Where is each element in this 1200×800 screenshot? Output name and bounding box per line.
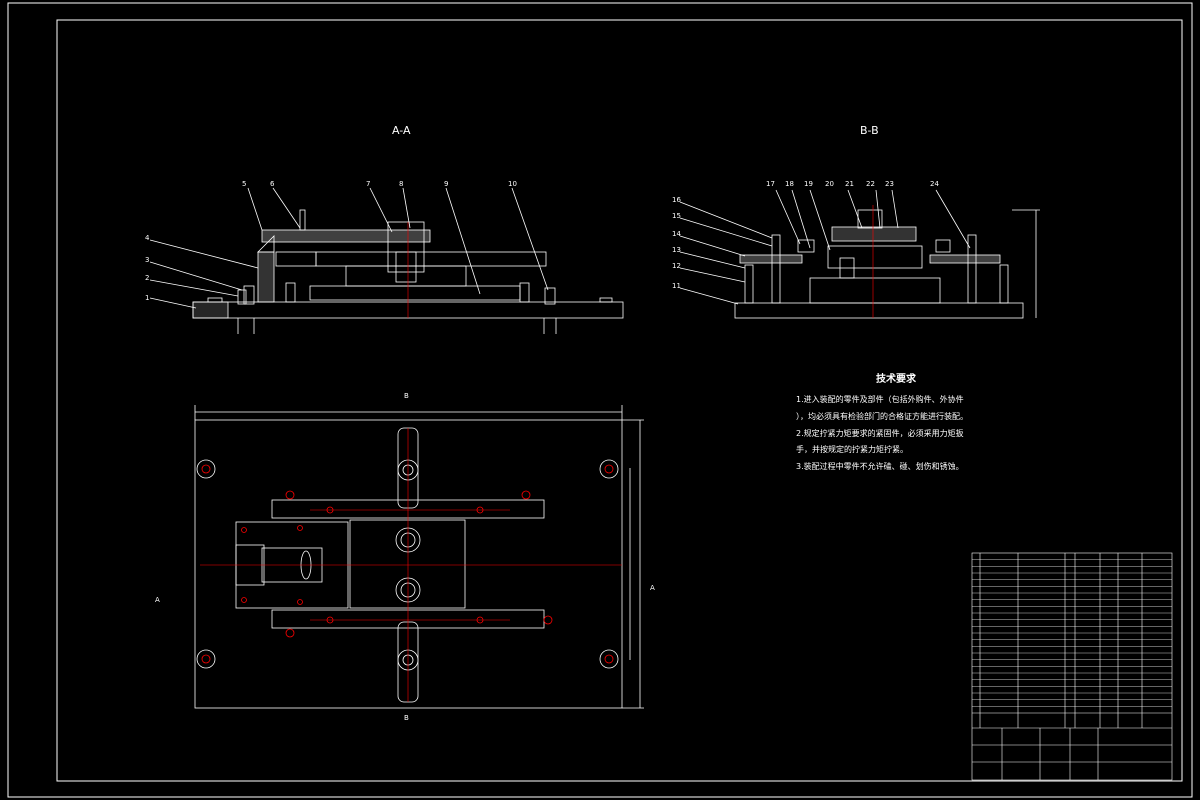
svg-text:23: 23 — [885, 180, 894, 188]
tech-requirements-title: 技术要求 — [876, 374, 916, 385]
svg-text:9: 9 — [444, 180, 448, 188]
view-plan — [194, 405, 644, 709]
svg-text:3: 3 — [145, 256, 149, 264]
tech-line: 1.进入装配的零件及部件（包括外购件、外协件 — [796, 395, 964, 404]
balloons-bb: 17 18 19 20 21 22 23 24 16 15 14 13 12 1… — [672, 180, 939, 290]
tech-line: 手，并按规定的拧紧力矩拧紧。 — [796, 445, 908, 455]
section-title-bb: B-B — [860, 124, 879, 137]
svg-text:8: 8 — [399, 180, 403, 188]
tech-line: ），均必须具有检验部门的合格证方能进行装配。 — [796, 411, 968, 421]
svg-text:10: 10 — [508, 180, 517, 188]
outer-border — [7, 2, 1193, 798]
svg-text:22: 22 — [866, 180, 875, 188]
svg-text:2: 2 — [145, 274, 149, 282]
balloons-aa: 5 6 7 8 9 10 4 3 2 1 — [145, 180, 517, 302]
svg-text:20: 20 — [825, 180, 834, 188]
section-mark-a-right: A — [650, 584, 655, 592]
svg-text:14: 14 — [672, 230, 681, 238]
svg-text:15: 15 — [672, 212, 681, 220]
svg-text:24: 24 — [930, 180, 939, 188]
tech-requirements: 1.进入装配的零件及部件（包括外购件、外协件 ），均必须具有检验部门的合格证方能… — [796, 392, 1016, 476]
section-mark-b-bottom: B — [404, 714, 409, 722]
svg-text:4: 4 — [145, 234, 150, 242]
section-title-aa: A-A — [392, 124, 411, 137]
tech-line: 2.规定拧紧力矩要求的紧固件，必须采用力矩扳 — [796, 428, 964, 438]
svg-text:16: 16 — [672, 196, 681, 204]
svg-text:19: 19 — [804, 180, 813, 188]
view-bb — [679, 189, 1040, 319]
section-mark-b-top: B — [404, 392, 409, 400]
svg-text:6: 6 — [270, 180, 275, 188]
svg-text:13: 13 — [672, 246, 681, 254]
svg-text:17: 17 — [766, 180, 775, 188]
svg-text:18: 18 — [785, 180, 794, 188]
svg-text:21: 21 — [845, 180, 854, 188]
svg-text:5: 5 — [242, 180, 246, 188]
parts-list-rows — [972, 559, 1172, 707]
svg-text:11: 11 — [672, 282, 681, 290]
svg-text:7: 7 — [366, 180, 370, 188]
svg-text:1: 1 — [145, 294, 149, 302]
inner-frame — [56, 19, 1183, 782]
svg-text:12: 12 — [672, 262, 681, 270]
view-aa — [149, 187, 624, 334]
section-mark-a-left: A — [155, 596, 160, 604]
tech-line: 3.装配过程中零件不允许磕、碰、划伤和锈蚀。 — [796, 462, 964, 472]
